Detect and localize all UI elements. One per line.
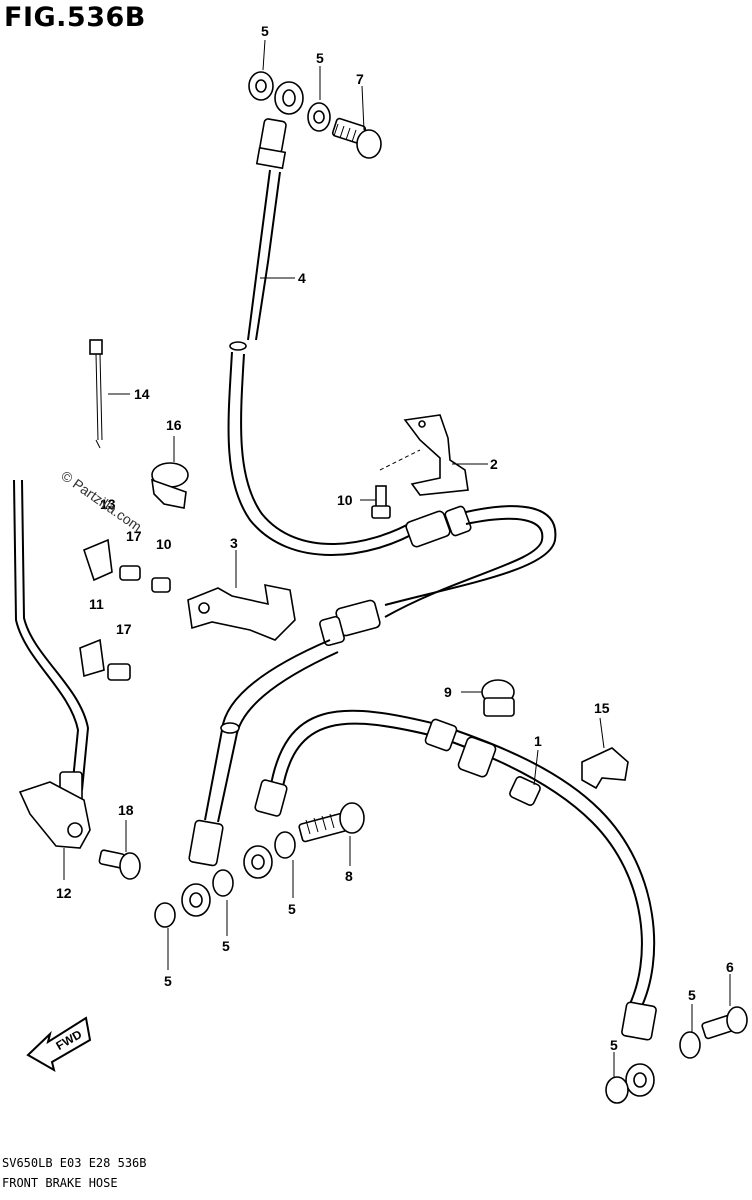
- clamp-15: [581, 747, 629, 790]
- callout-4: 4: [298, 270, 306, 286]
- leader-lines: [63, 39, 731, 1078]
- clamp-16: [151, 462, 189, 509]
- model-code: SV650LB E03 E28 536B: [2, 1156, 147, 1170]
- callout-8: 8: [345, 868, 353, 884]
- banjo-bolt-7: [331, 117, 382, 159]
- callout-5-top-right: 5: [316, 50, 324, 66]
- section-title: FRONT BRAKE HOSE: [2, 1176, 118, 1190]
- callout-13: 13: [100, 496, 116, 512]
- bracket-3: [187, 583, 296, 641]
- callout-5-right-b: 5: [610, 1037, 618, 1053]
- callout-5-left-a: 5: [222, 938, 230, 954]
- abs-sensor-12: [13, 479, 91, 849]
- callout-numbers: 1 2 3 4 5 5 5 5 5 5 5 6 7 8 9 10 10 11 1…: [56, 23, 734, 1053]
- brake-hose-4: [227, 118, 421, 556]
- callout-6: 6: [726, 959, 734, 975]
- callout-18: 18: [118, 802, 134, 818]
- callout-10-lower: 10: [156, 536, 172, 552]
- bolt-17-upper: [119, 565, 141, 581]
- callout-5-left-b: 5: [164, 973, 172, 989]
- callout-11: 11: [89, 596, 104, 612]
- bracket-11: [79, 638, 105, 678]
- callout-1: 1: [534, 733, 542, 749]
- fwd-arrow-icon: FWD: [26, 1016, 92, 1073]
- callout-9: 9: [444, 684, 452, 700]
- callout-10-upper: 10: [337, 492, 353, 508]
- bolt-18: [98, 849, 141, 880]
- top-banjo-fitting: [248, 71, 331, 132]
- callout-5-mid: 5: [288, 901, 296, 917]
- callout-12: 12: [56, 885, 72, 901]
- brake-hose-3: [154, 639, 339, 928]
- callout-5-top-left: 5: [261, 23, 269, 39]
- callout-17-upper: 17: [126, 528, 142, 544]
- clamp-9: [481, 679, 515, 717]
- watermark: © Partzilla.com: [58, 467, 144, 534]
- cable-tie-14: [89, 339, 103, 449]
- callout-5-right-a: 5: [688, 987, 696, 1003]
- banjo-bolt-6: [701, 1006, 748, 1040]
- bolt-10-lower: [151, 577, 171, 593]
- figure-title: FIG.536B: [4, 2, 146, 33]
- callout-15: 15: [594, 700, 610, 716]
- bolt-17-lower: [107, 663, 131, 681]
- banjo-bolt-8: [298, 802, 365, 843]
- callout-14: 14: [134, 386, 150, 402]
- callout-2: 2: [490, 456, 498, 472]
- brake-hose-1: [243, 709, 701, 1104]
- hose-junction: [319, 505, 557, 647]
- callout-17-lower: 17: [116, 621, 132, 637]
- callout-16: 16: [166, 417, 182, 433]
- bracket-2: [379, 414, 469, 496]
- bracket-13: [83, 538, 113, 582]
- callout-7: 7: [356, 71, 364, 87]
- callout-3: 3: [230, 535, 238, 551]
- bolt-10-upper: [371, 485, 391, 519]
